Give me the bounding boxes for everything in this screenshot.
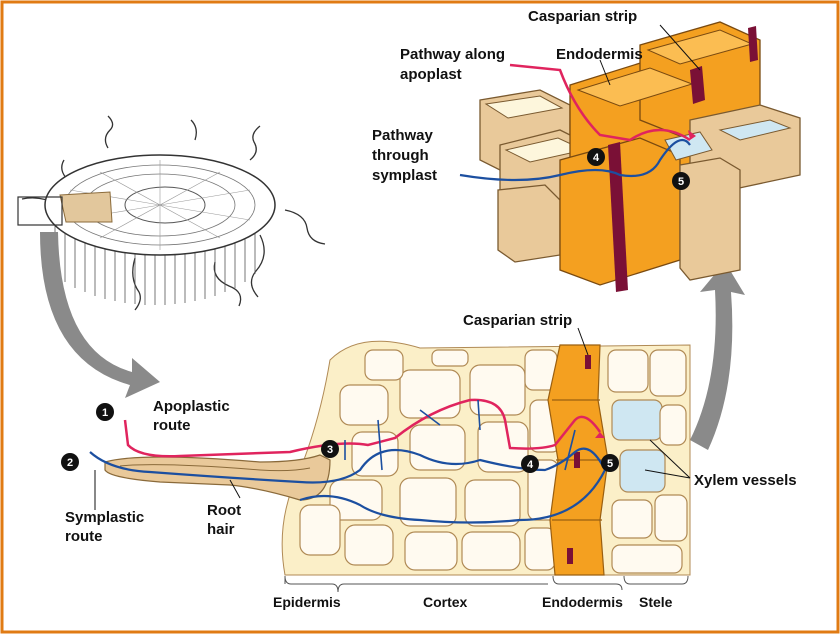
marker-4-lower: 4 (521, 455, 539, 473)
label-endodermis-bottom: Endodermis (542, 594, 623, 610)
marker-1: 1 (96, 403, 114, 421)
svg-text:4: 4 (593, 152, 600, 164)
svg-text:5: 5 (607, 458, 613, 470)
highlighted-wedge (59, 191, 113, 223)
region-box (17, 196, 63, 226)
svg-text:1: 1 (102, 407, 108, 419)
label-symplastic-line2: route (65, 528, 103, 545)
label-symplastic-line1: Symplastic (65, 509, 144, 526)
label-casparian-strip-mid: Casparian strip (463, 312, 572, 329)
svg-text:2: 2 (67, 457, 73, 469)
marker-2: 2 (61, 453, 79, 471)
label-stele: Stele (639, 594, 673, 610)
symplastic-path (89, 447, 607, 524)
zone-braces (284, 575, 689, 593)
tissue-section (89, 340, 691, 576)
marker-4-upper: 4 (587, 148, 605, 166)
label-root-hair-line2: hair (207, 521, 235, 538)
cortex-cells (299, 349, 561, 571)
marker-3: 3 (321, 440, 339, 458)
zoom-arrow-left (40, 232, 160, 398)
casparian-strip-marks (567, 355, 591, 564)
apoplast-path-3d (509, 63, 691, 142)
label-apoplastic-line2: route (153, 417, 191, 434)
marker-5-upper: 5 (672, 172, 690, 190)
root-cross-section (17, 115, 326, 311)
label-root-hair-line1: Root (207, 502, 241, 519)
diffusion-arrows (344, 399, 576, 471)
label-pathway-symplast-line2: through (372, 147, 429, 164)
label-xylem-vessels: Xylem vessels (694, 472, 797, 489)
label-endodermis-top: Endodermis (556, 46, 643, 63)
endodermis-3d-block (459, 21, 801, 292)
stele-cells (607, 349, 688, 574)
apoplastic-path (123, 398, 602, 458)
svg-text:3: 3 (327, 444, 333, 456)
zoom-arrow-right (690, 262, 745, 450)
label-cortex: Cortex (423, 594, 468, 610)
svg-text:5: 5 (678, 176, 684, 188)
symplast-path-3d (459, 138, 691, 182)
leader-lines (94, 24, 701, 510)
label-pathway-apoplast-line1: Pathway along (400, 46, 505, 63)
label-apoplastic-line1: Apoplastic (153, 398, 230, 415)
casparian-strip-3d (608, 26, 758, 292)
label-pathway-symplast-line1: Pathway (372, 127, 434, 144)
step-markers: 1 2 3 4 5 4 5 (61, 148, 690, 473)
label-casparian-strip-top: Casparian strip (528, 8, 637, 25)
svg-text:4: 4 (527, 459, 534, 471)
label-pathway-symplast-line3: symplast (372, 167, 437, 184)
label-epidermis: Epidermis (273, 594, 341, 610)
label-pathway-apoplast-line2: apoplast (400, 66, 462, 83)
marker-5-lower: 5 (601, 454, 619, 472)
